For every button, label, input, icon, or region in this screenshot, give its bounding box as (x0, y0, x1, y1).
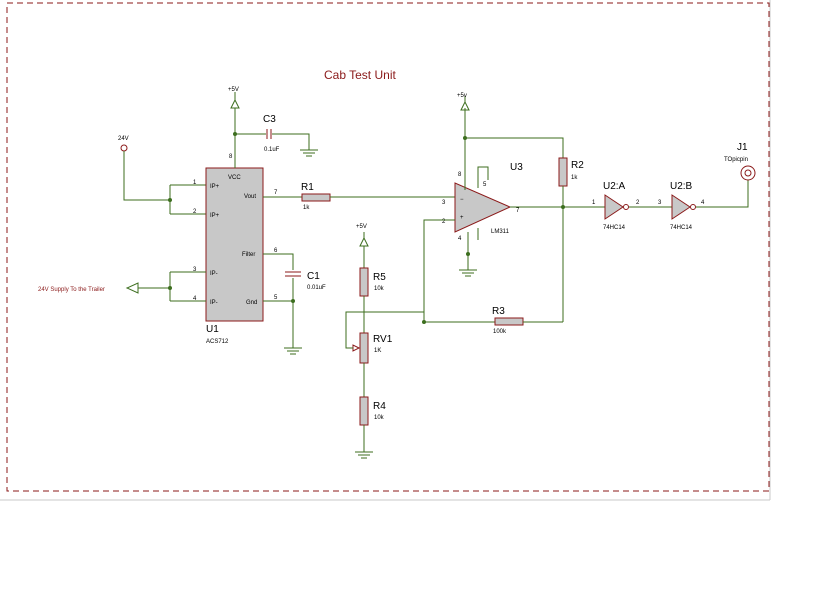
u1-pin-vcc: VCC (228, 175, 241, 181)
u3-pinnum-3: 3 (442, 200, 446, 206)
u3-plus: + (460, 215, 464, 221)
u1-pinnum-7: 7 (274, 190, 278, 196)
ground-rv (355, 451, 373, 459)
c1-ref: C1 (307, 271, 320, 282)
component-u3[interactable]: − + U3 LM311 3 2 7 8 5 4 (442, 162, 523, 242)
input-24v-terminal[interactable]: 24V (118, 136, 129, 152)
u1-vcc-rail: +5V (228, 87, 240, 109)
u1-pin-gnd: Gnd (246, 300, 257, 306)
wire-24v-to-ip (123, 151, 170, 201)
junction-im (168, 286, 172, 290)
inverter-u2a[interactable]: U2:A 74HC14 1 2 (592, 181, 640, 231)
component-u1[interactable]: VCC IP+ IP+ IP- IP- Vout Filter Gnd 1 2 … (193, 154, 278, 345)
wire-rv1-wiper (345, 311, 425, 349)
rv1-value: 1K (374, 348, 381, 354)
u1-pinnum-2: 2 (193, 209, 197, 215)
u1-pinnum-4: 4 (193, 296, 197, 302)
u1-pin-im2: IP- (210, 300, 218, 306)
sheet-border (6, 2, 770, 492)
u1-body (205, 167, 264, 322)
u1-pin-ip2: IP+ (210, 213, 220, 219)
wire-filter-c1 (263, 253, 294, 270)
u2a-pinnum-in: 1 (592, 200, 596, 206)
r3-ref: R3 (492, 306, 505, 317)
u1-pinnum-1: 1 (193, 180, 197, 186)
r2-ref: R2 (571, 160, 584, 171)
net-supply-to-trailer[interactable]: 24V Supply To the Trailer (38, 282, 139, 294)
r5-value: 10k (374, 286, 385, 292)
input-24v-label: 24V (118, 136, 129, 142)
u3-pinnum-5: 5 (483, 182, 487, 188)
u2a-ref: U2:A (603, 181, 626, 192)
u3-pinnum-4: 4 (458, 236, 462, 242)
connector-j1[interactable]: J1 TOpicpin (724, 142, 756, 181)
rv1-ref: RV1 (373, 334, 393, 345)
u3-value: LM311 (491, 229, 510, 235)
inverter-u2b[interactable]: U2:B 74HC14 3 4 (658, 181, 705, 231)
u1-value: ACS712 (206, 339, 229, 345)
resistor-r4[interactable]: R4 10k (359, 396, 386, 426)
u2b-ref: U2:B (670, 181, 693, 192)
u1-pin-ip1: IP+ (210, 184, 220, 190)
r3-value: 100k (493, 329, 507, 335)
u3-pinnum-8: 8 (458, 172, 462, 178)
j1-ref: J1 (737, 142, 748, 153)
u1-pin-im1: IP- (210, 271, 218, 277)
potentiometer-rv1[interactable]: RV1 1K (352, 332, 393, 364)
resistor-r5[interactable]: R5 10k (359, 267, 386, 297)
ground-c3 (300, 149, 318, 157)
r2-value: 1k (571, 175, 578, 181)
u3-pinnum-7: 7 (516, 208, 520, 214)
resistor-r2[interactable]: R2 1k (558, 157, 584, 187)
u3-vcc-rail: +5v (457, 93, 470, 111)
u2b-pinnum-in: 3 (658, 200, 662, 206)
r4-ref: R4 (373, 401, 386, 412)
u1-pinnum-6: 6 (274, 248, 278, 254)
u1-ref: U1 (206, 324, 219, 335)
ground-u3 (459, 269, 477, 277)
u3-ref: U3 (510, 162, 523, 173)
diagram-title: Cab Test Unit (324, 68, 396, 82)
u1-pinnum-3: 3 (193, 267, 197, 273)
supply-to-trailer-label: 24V Supply To the Trailer (38, 287, 105, 293)
junction-u3-gnd (466, 252, 470, 256)
wire-u3-in2 (423, 219, 455, 322)
wire-u2b-j1 (696, 180, 749, 208)
u2b-value: 74HC14 (670, 225, 693, 231)
wire-u3-bal (477, 166, 489, 188)
u3-pinnum-2: 2 (442, 219, 446, 225)
junction-ip (168, 198, 172, 202)
u1-pinnum-5: 5 (274, 295, 278, 301)
u2a-value: 74HC14 (603, 225, 626, 231)
resistor-r3[interactable]: R3 100k (492, 306, 524, 335)
c3-value: 0.1uF (264, 147, 280, 153)
wire-vcc-r2 (465, 137, 564, 158)
u3-minus: − (460, 197, 464, 203)
junction-u3-out (561, 205, 565, 209)
j1-value: TOpicpin (724, 157, 748, 163)
resistor-r1[interactable]: R1 1k (301, 182, 331, 211)
r5-ref: R5 (373, 272, 386, 283)
u1-pin-filter: Filter (242, 252, 255, 258)
u2b-pinnum-out: 4 (701, 200, 705, 206)
c3-ref: C3 (263, 114, 276, 125)
wire-c3-right (272, 133, 310, 150)
r1-value: 1k (303, 205, 310, 211)
capacitor-c3[interactable]: C3 0.1uF (263, 114, 280, 153)
capacitor-c1[interactable]: C1 0.01uF (285, 271, 326, 291)
r1-ref: R1 (301, 182, 314, 193)
u2a-pinnum-out: 2 (636, 200, 640, 206)
rv-vcc-label: +5V (356, 224, 367, 230)
u1-vcc-label: +5V (228, 87, 239, 93)
c1-value: 0.01uF (307, 285, 326, 291)
u3-vcc-label: +5v (457, 93, 467, 99)
ground-u1 (284, 347, 302, 355)
u1-pin-vout: Vout (244, 194, 256, 200)
r4-value: 10k (374, 415, 385, 421)
u1-pinnum-8: 8 (229, 154, 233, 160)
rv-vcc-rail: +5V (356, 224, 369, 247)
